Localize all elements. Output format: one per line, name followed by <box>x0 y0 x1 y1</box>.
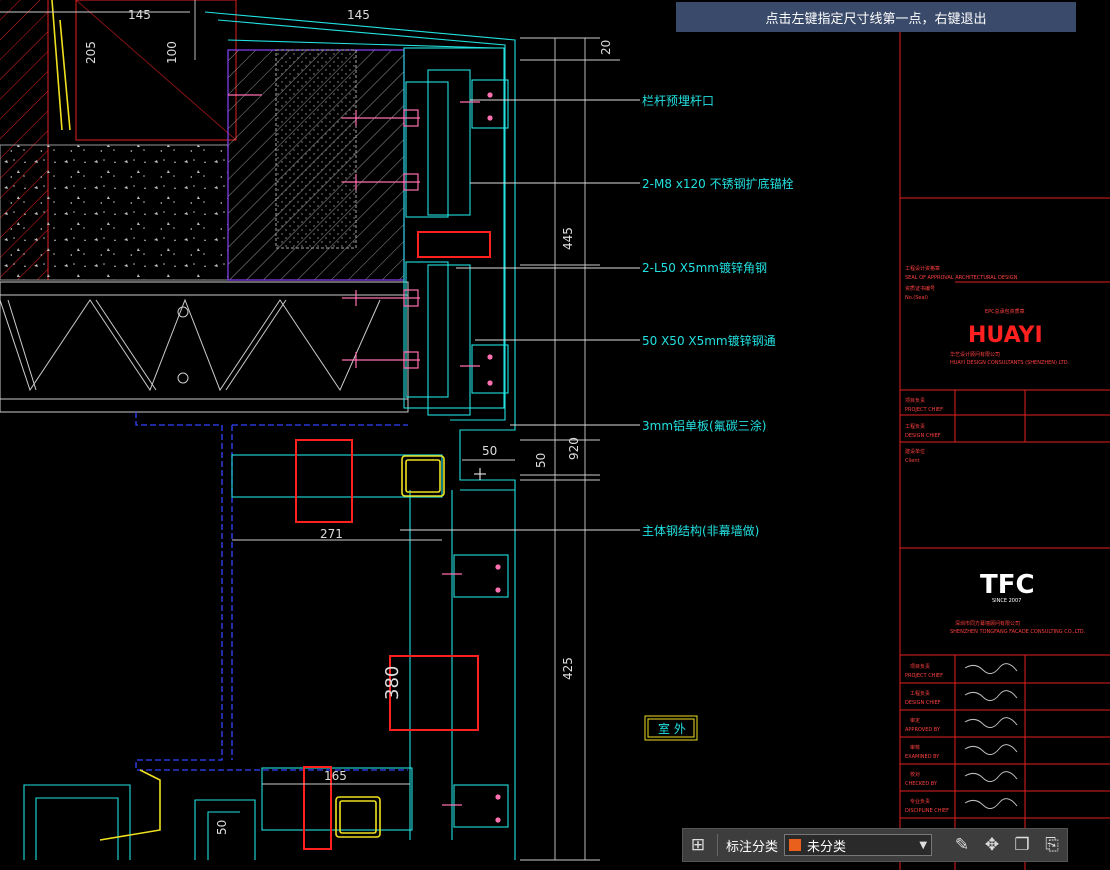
command-hint: 点击左键指定尺寸线第一点，右键退出 <box>765 11 987 27</box>
signature <box>964 744 1018 755</box>
dimension-lines <box>0 0 620 861</box>
paste-icon[interactable]: ⎘ <box>1045 835 1059 855</box>
chevron-down-icon: ▼ <box>919 839 928 851</box>
anno-steel-tube: 50 X50 X5mm镀锌钢通 <box>642 334 776 348</box>
role-en: APPROVED BY <box>905 727 941 733</box>
tb-seal-cn: 工程设计资格章 <box>905 265 940 272</box>
anno-main-structure: 主体钢结构(非幕墙做) <box>642 523 759 538</box>
tb-client-en: Client <box>905 458 920 464</box>
dim-380: 380 <box>382 666 403 700</box>
anno-railing: 栏杆预埋杆口 <box>642 93 714 108</box>
dim-445: 445 <box>561 227 575 250</box>
role-cn: 项目负责 <box>910 663 930 670</box>
tfc-since: SINCE 2007 <box>992 598 1021 604</box>
role-en: CHECKED BY <box>905 781 938 787</box>
dim-205: 205 <box>84 41 98 64</box>
dim-145a: 145 <box>128 8 151 22</box>
signature <box>964 690 1018 701</box>
role-en: PROJECT CHIEF <box>905 673 943 679</box>
dim-425: 425 <box>561 657 575 680</box>
category-swatch <box>789 839 802 851</box>
red-markers <box>295 231 491 850</box>
grid-icon[interactable]: ⊞ <box>690 835 706 855</box>
outdoor-label: 室 外 <box>658 721 686 736</box>
signature <box>964 717 1018 728</box>
anno-angle-steel: 2-L50 X5mm镀锌角钢 <box>642 261 767 275</box>
annotation-labels: 栏杆预埋杆口 2-M8 x120 不锈钢扩底锚栓 2-L50 X5mm镀锌角钢 … <box>642 93 794 538</box>
tb-tfc-en: SHENZHEN TONGFANG FACADE CONSULTING CO.,… <box>950 629 1086 635</box>
anno-aluminium-panel: 3mm铝单板(氟碳三涂) <box>642 418 766 433</box>
title-block <box>899 30 1110 870</box>
tfc-logo: TFC <box>980 570 1035 600</box>
tb-dc-cn: 工程负责 <box>905 423 925 430</box>
tb-pc-cn: 项目负责 <box>905 397 925 404</box>
copy-icon[interactable]: ❐ <box>1014 835 1030 855</box>
tb-epc: EPC总承包资质章 <box>985 308 1025 315</box>
tb-cert-en: No.(Seal) <box>905 295 928 301</box>
role-cn: 校对 <box>910 771 920 778</box>
dim-145b: 145 <box>347 8 370 22</box>
category-selected: 未分类 <box>807 839 847 855</box>
move-icon[interactable]: ✥ <box>984 835 1000 855</box>
tb-seal-en: SEAL OF APPROVAL ARCHITECTURAL DESIGN <box>905 275 1018 281</box>
role-cn: 工程负责 <box>910 690 930 697</box>
tb-company-cn: 华艺设计顾问有限公司 <box>950 351 1000 358</box>
leader-lines <box>400 99 640 531</box>
concrete-slab <box>0 49 405 281</box>
role-cn: 审核 <box>910 744 920 751</box>
dim-920: 920 <box>567 437 581 460</box>
role-cn: 审定 <box>910 717 920 724</box>
signature <box>964 798 1018 809</box>
tb-tfc-cn: 深圳市同方幕墙顾问有限公司 <box>955 620 1020 627</box>
huayi-logo: HUAYI <box>968 323 1043 348</box>
command-hint-bar: 点击左键指定尺寸线第一点，右键退出 <box>676 2 1076 32</box>
tb-company-en: HUAYI DESIGN CONSULTANTS (SHENZHEN) LTD. <box>950 360 1070 366</box>
role-en: DESIGN CHIEF <box>905 700 941 706</box>
role-en: EXAMINED BY <box>905 754 940 760</box>
dimension-labels: 145 145 205 100 20 445 50 50 920 271 380… <box>84 8 613 835</box>
tb-dc-en: DESIGN CHIEF <box>905 433 941 439</box>
annotation-toolbar: ⊞ 标注分类 未分类 ▼ ✎ ✥ ❐ ⎘ <box>682 828 1068 862</box>
tb-pc-en: PROJECT CHIEF <box>905 407 943 413</box>
category-select[interactable]: 未分类 ▼ <box>784 834 933 856</box>
role-cn: 专业负责 <box>910 798 930 805</box>
tb-client-cn: 建设单位 <box>905 448 925 455</box>
toolbar-label: 标注分类 <box>726 839 779 855</box>
dim-50c: 50 <box>215 820 229 835</box>
signature <box>964 771 1018 782</box>
anno-anchor: 2-M8 x120 不锈钢扩底锚栓 <box>642 176 794 191</box>
dim-271: 271 <box>320 527 343 541</box>
tb-cert-cn: 资质证书编号 <box>905 285 935 292</box>
steel-tube <box>51 0 445 841</box>
dim-20: 20 <box>599 40 613 55</box>
role-rows: 项目负责 PROJECT CHIEF 工程负责 DESIGN CHIEF 审定 APPRO… <box>905 663 1018 814</box>
role-en: DISCIPLINE CHIEF <box>905 808 949 814</box>
outdoor-box <box>644 715 698 741</box>
signature <box>964 663 1018 674</box>
facade-outline <box>23 11 516 860</box>
dim-50b: 50 <box>534 453 548 468</box>
anchor-bolts <box>228 92 501 823</box>
edit-icon[interactable]: ✎ <box>954 835 970 855</box>
dim-100: 100 <box>165 41 179 64</box>
dim-165: 165 <box>324 769 347 783</box>
steel-column <box>135 412 408 771</box>
steel-truss <box>0 281 409 413</box>
dim-50a: 50 <box>482 444 497 458</box>
